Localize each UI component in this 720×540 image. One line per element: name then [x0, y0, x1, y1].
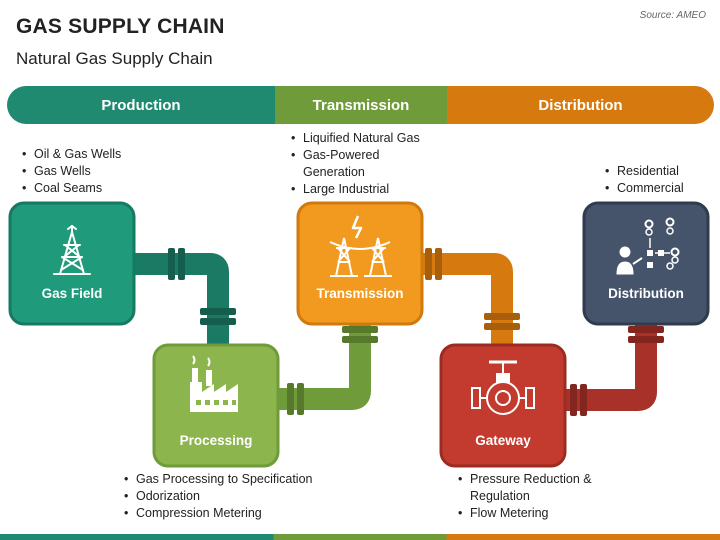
distribution-bullets: Residential Commercial: [603, 163, 684, 197]
transmission-label: Transmission: [316, 286, 404, 301]
list-item: Residential: [603, 163, 684, 180]
processing-bullets: Gas Processing to Specification Odorizat…: [122, 471, 312, 522]
processing-label: Processing: [179, 433, 253, 448]
gateway-label: Gateway: [475, 433, 531, 448]
page-subtitle: Natural Gas Supply Chain: [16, 49, 213, 68]
gateway-bullets: Pressure Reduction & Regulation Flow Met…: [456, 471, 596, 522]
distribution-label: Distribution: [608, 286, 684, 301]
page-title: GAS SUPPLY CHAIN: [16, 15, 225, 38]
list-item: Pressure Reduction & Regulation: [456, 471, 596, 505]
list-item: Compression Metering: [122, 505, 312, 522]
list-item: Gas-Powered Generation: [289, 147, 439, 181]
pipe-gateway-distribution: [556, 322, 664, 416]
node-transmission: [296, 201, 424, 326]
pipe-processing-transmission: [270, 322, 378, 415]
list-item: Liquified Natural Gas: [289, 130, 439, 147]
list-item: Gas Processing to Specification: [122, 471, 312, 488]
pipe-gasfield-processing: [120, 248, 236, 346]
pipe-transmission-gateway: [410, 248, 520, 346]
list-item: Large Industrial: [289, 181, 439, 198]
list-item: Oil & Gas Wells: [20, 146, 121, 163]
oil-derrick-icon: [53, 224, 91, 275]
bottom-color-bar: [0, 534, 720, 540]
transmission-bullets: Liquified Natural Gas Gas-Powered Genera…: [289, 130, 439, 198]
band-distribution: Distribution: [447, 86, 714, 124]
list-item: Flow Metering: [456, 505, 596, 522]
distribution-network-icon: [616, 217, 680, 275]
source-note: Source: AMEO: [639, 10, 706, 21]
list-item: Gas Wells: [20, 163, 121, 180]
gas-field-bullets: Oil & Gas Wells Gas Wells Coal Seams: [20, 146, 121, 197]
list-item: Commercial: [603, 180, 684, 197]
factory-icon: [190, 355, 238, 412]
band-transmission: Transmission: [275, 86, 447, 124]
list-item: Odorization: [122, 488, 312, 505]
list-item: Coal Seams: [20, 180, 121, 197]
power-tower-icon: [329, 215, 392, 277]
node-distribution: [582, 201, 710, 326]
gas-field-label: Gas Field: [41, 286, 103, 301]
band-production: Production: [7, 86, 275, 124]
valve-icon: [471, 360, 535, 415]
